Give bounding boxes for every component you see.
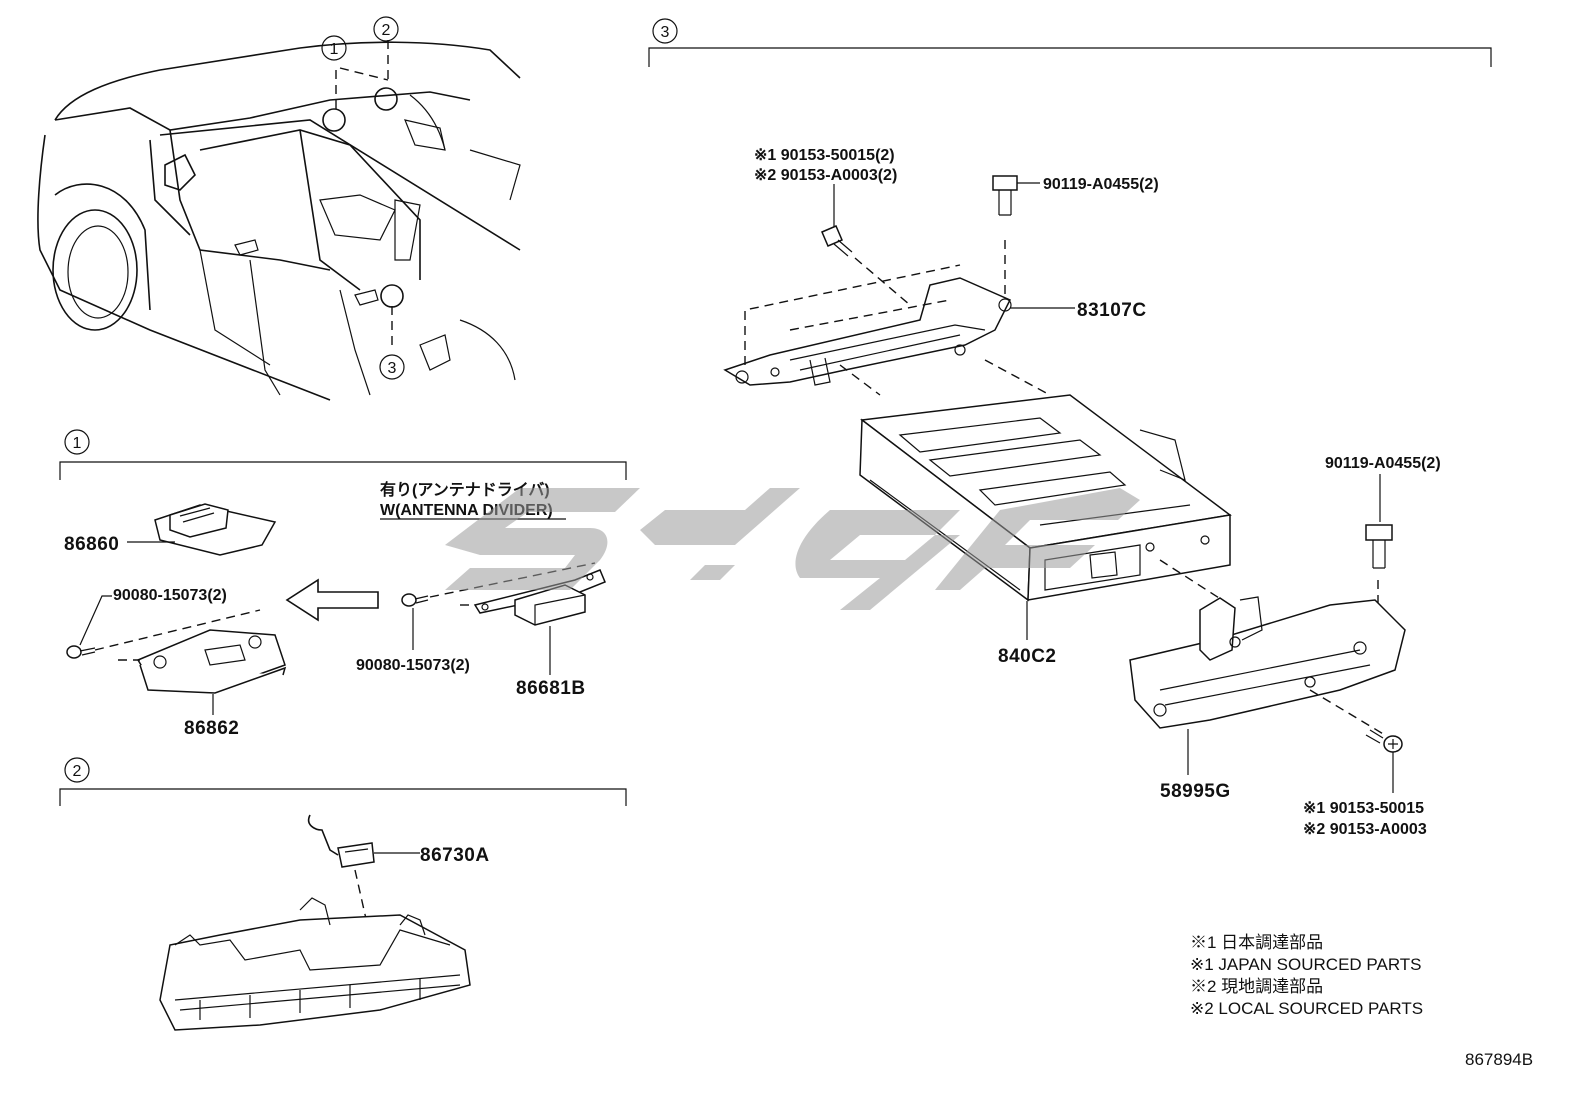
part-label-58995G[interactable]: 58995G	[1160, 781, 1231, 802]
part-86730A-illustration	[307, 814, 375, 868]
part-label-90153-b1[interactable]: ※1 90153-50015	[1303, 800, 1424, 817]
part-label-90153-a2[interactable]: ※2 90153-A0003(2)	[754, 167, 897, 184]
arrow-left-icon	[285, 578, 379, 622]
legend-line-1: ※1 日本調達部品	[1190, 933, 1323, 952]
section-2-header: 2	[59, 757, 627, 806]
vehicle-overview-illustration	[37, 40, 521, 401]
svg-text:2: 2	[382, 22, 391, 39]
screw-icon	[66, 645, 96, 659]
overview-callout-2: 2	[373, 16, 399, 42]
part-86860-illustration	[154, 503, 277, 556]
part-58995G-illustration	[1129, 596, 1406, 729]
antenna-divider-note-jp: 有り(アンテナドライバ)	[380, 480, 550, 499]
legend-line-2: ※1 JAPAN SOURCED PARTS	[1190, 955, 1422, 974]
sourcing-legend: ※1 日本調達部品 ※1 JAPAN SOURCED PARTS ※2 現地調達…	[1190, 933, 1423, 1018]
part-label-90080-right[interactable]: 90080-15073(2)	[356, 657, 470, 674]
part-label-86681B[interactable]: 86681B	[516, 678, 586, 699]
part-label-90119-right[interactable]: 90119-A0455(2)	[1325, 455, 1441, 472]
overview-callout-1: 1	[321, 35, 347, 61]
part-label-86730A[interactable]: 86730A	[420, 845, 490, 866]
part-83107C-illustration	[723, 277, 1012, 386]
svg-text:1: 1	[330, 41, 339, 58]
svg-text:3: 3	[388, 360, 397, 377]
section-3-header: 3	[648, 18, 1492, 67]
screw-icon	[401, 593, 429, 607]
bolt-icon	[992, 175, 1018, 216]
section-1-header: 1	[59, 429, 627, 480]
svg-text:2: 2	[73, 763, 82, 780]
part-label-90119-top[interactable]: 90119-A0455(2)	[1043, 176, 1159, 193]
part-label-83107C[interactable]: 83107C	[1077, 300, 1147, 321]
bolt-icon	[1365, 524, 1393, 569]
legend-line-4: ※2 LOCAL SOURCED PARTS	[1190, 999, 1423, 1018]
screw-icon	[821, 225, 853, 257]
part-label-90153-b2[interactable]: ※2 90153-A0003	[1303, 821, 1427, 838]
part-label-840C2[interactable]: 840C2	[998, 646, 1057, 667]
part-label-86860[interactable]: 86860	[64, 534, 119, 555]
diagram-code: 867894B	[1465, 1050, 1533, 1069]
part-86862-illustration	[136, 629, 287, 694]
svg-text:1: 1	[73, 435, 82, 452]
watermark-logo	[445, 488, 1140, 610]
overview-callout-3: 3	[379, 354, 405, 380]
legend-line-3: ※2 現地調達部品	[1190, 977, 1323, 996]
part-label-86862[interactable]: 86862	[184, 718, 239, 739]
screw-icon	[1365, 729, 1403, 753]
svg-text:3: 3	[661, 24, 670, 41]
part-label-90153-a1[interactable]: ※1 90153-50015(2)	[754, 147, 895, 164]
part-label-90080-left[interactable]: 90080-15073(2)	[113, 587, 227, 604]
overhead-console-illustration	[159, 897, 471, 1031]
